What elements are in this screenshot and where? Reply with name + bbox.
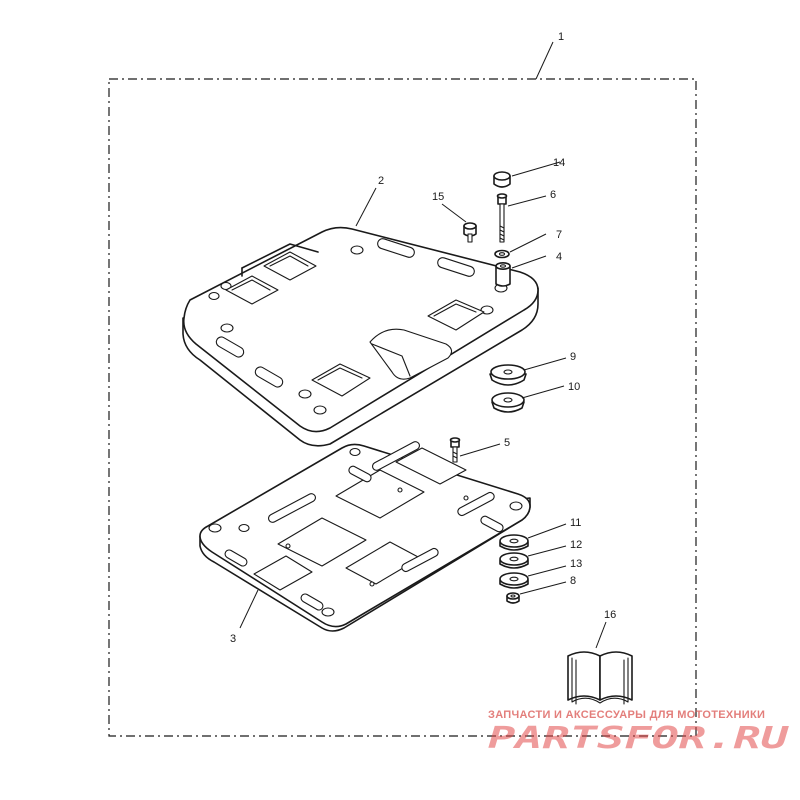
callout-1: 1 [558, 31, 564, 43]
top-plate-part-2 [182, 226, 539, 447]
nut-part-8 [506, 592, 520, 604]
callout-8: 8 [570, 575, 576, 587]
watermark: ЗАПЧАСТИ И АКСЕССУАРЫ ДЛЯ МОТОТЕХНИКИ PA… [488, 709, 789, 756]
pin-part-15 [463, 222, 477, 243]
watermark-caption: ЗАПЧАСТИ И АКСЕССУАРЫ ДЛЯ МОТОТЕХНИКИ [488, 709, 765, 721]
rubber-mount-part-9 [489, 364, 527, 386]
callout-16: 16 [604, 609, 616, 621]
bolt-part-6 [496, 193, 508, 243]
spacer-part-4 [495, 261, 511, 287]
cap-part-14 [493, 171, 511, 188]
washer-part-7 [494, 249, 510, 259]
rubber-mount-part-10 [491, 392, 525, 413]
callout-6: 6 [550, 189, 556, 201]
callout-15: 15 [432, 191, 444, 203]
callout-3: 3 [230, 633, 236, 645]
bolt-part-5 [449, 437, 461, 463]
kit-boundary [108, 78, 697, 737]
callout-14: 14 [553, 157, 565, 169]
watermark-logo: PARTSFOR.RU [488, 721, 789, 756]
callout-12: 12 [570, 539, 582, 551]
washer-part-12 [499, 552, 529, 569]
base-plate-part-3 [199, 441, 531, 632]
callout-5: 5 [504, 437, 510, 449]
callout-7: 7 [556, 229, 562, 241]
callout-10: 10 [568, 381, 580, 393]
callout-11: 11 [570, 517, 581, 529]
callout-labels: 1 2 3 4 5 6 7 8 9 10 11 12 13 14 15 16 [230, 31, 616, 645]
callout-9: 9 [570, 351, 576, 363]
callout-4: 4 [556, 251, 562, 263]
callout-13: 13 [570, 558, 582, 570]
manual-book-icon [567, 651, 633, 705]
washer-part-13 [499, 572, 529, 589]
callout-2: 2 [378, 175, 384, 187]
washer-part-11 [499, 534, 529, 551]
leader-lines [239, 41, 607, 649]
